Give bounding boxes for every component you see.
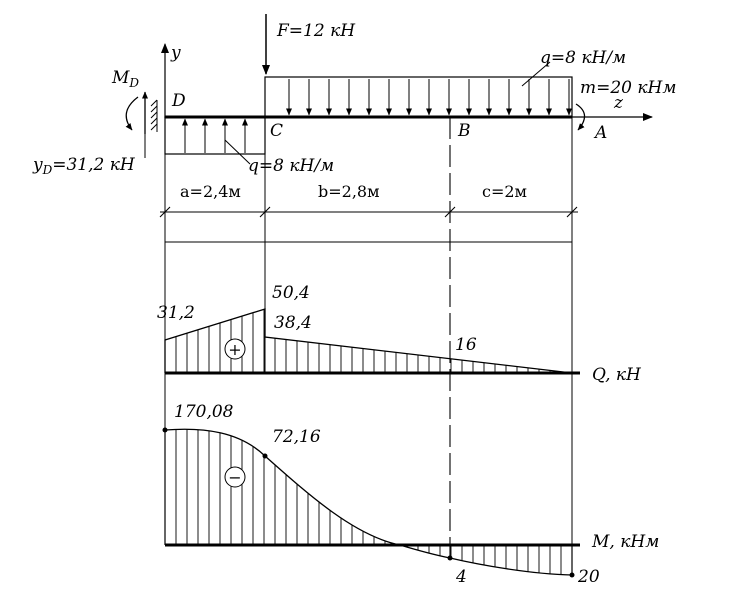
md-label: MD (111, 68, 139, 90)
dimension-lines: a=2,4м b=2,8м c=2м (159, 117, 578, 575)
yd-label: yD=31,2 кН (32, 155, 136, 177)
m-label-20: 20 (577, 567, 600, 587)
m-curve (164, 428, 573, 576)
m-sign-circle (224, 466, 246, 488)
q-bottom-leader (224, 139, 251, 165)
m-axis-label: M, кНм (591, 532, 659, 552)
q-top-leader (521, 61, 551, 87)
distributed-load-upward (164, 116, 266, 155)
moment-d-arrow (125, 96, 139, 131)
m-label-4: 4 (455, 567, 467, 587)
q-sign: + (228, 340, 241, 359)
m-point-d (162, 427, 168, 433)
q-label-16: 16 (455, 335, 477, 355)
m-label-72-16: 72,16 (272, 427, 321, 447)
point-b-label: B (457, 121, 471, 141)
q-diagram: + Q, кН 31,2 50,4 38,4 16 (157, 283, 642, 385)
m-point-b (447, 555, 453, 561)
z-axis-label: z (613, 93, 624, 113)
dimension-a: a=2,4м (180, 182, 241, 201)
dimension-b: b=2,8м (318, 182, 380, 201)
moment-a-arrow (575, 103, 586, 131)
distributed-load-downward (264, 76, 573, 118)
m-hatch (175, 429, 562, 575)
q-bottom-label: q=8 кН/м (248, 156, 334, 176)
m-point-a (569, 572, 575, 578)
q-hatch (164, 309, 562, 373)
q-label-31-2: 31,2 (157, 303, 195, 323)
m-sign: − (228, 468, 241, 487)
q-label-50-4: 50,4 (272, 283, 310, 303)
q-label-38-4: 38,4 (274, 313, 312, 333)
q-outline (164, 308, 573, 374)
y-axis-label: y (170, 43, 181, 63)
beam-scheme: y z q=8 кН/м q=8 кН/м (32, 14, 676, 177)
point-d-label: D (171, 91, 186, 111)
point-a-label: A (593, 123, 607, 143)
q-top-label: q=8 кН/м (540, 48, 626, 68)
fixed-support-hatch (150, 99, 158, 132)
point-c-label: C (270, 121, 283, 141)
moment-label: m=20 кНм (580, 78, 676, 98)
m-diagram: − M, кНм 170,08 72,16 4 20 (162, 402, 659, 587)
force-label: F=12 кН (276, 21, 356, 41)
dimension-c: c=2м (482, 182, 527, 201)
q-axis-label: Q, кН (592, 365, 642, 385)
m-point-c (262, 453, 268, 459)
m-label-170-08: 170,08 (174, 402, 234, 422)
q-sign-circle (224, 338, 246, 360)
